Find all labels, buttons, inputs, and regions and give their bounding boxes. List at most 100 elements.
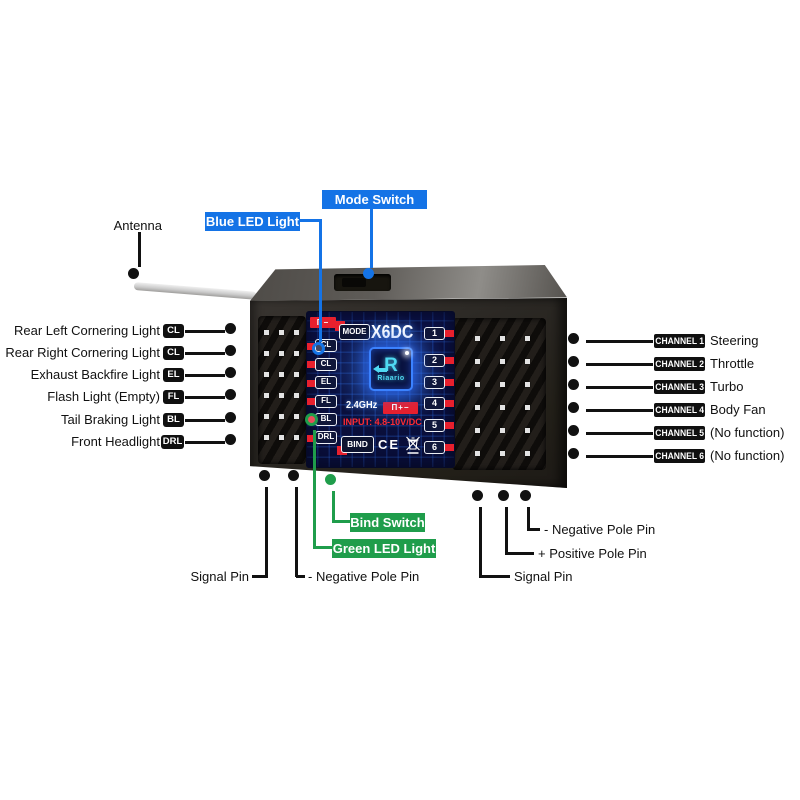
callout-badge: FL (163, 390, 184, 404)
port-label-fl: FL (315, 395, 337, 408)
callout-badge: DRL (161, 435, 184, 449)
callout-marker (568, 448, 579, 459)
callout-line (185, 352, 225, 355)
connector-pin (475, 382, 480, 387)
antenna-label: Antenna (113, 218, 162, 233)
callout-line (586, 455, 653, 458)
callout-line (185, 396, 225, 399)
channel-red-bar (445, 444, 454, 451)
signal-pin-line-v (265, 487, 268, 577)
channel-box-3: 3 (424, 376, 445, 389)
connector-pin (500, 428, 505, 433)
signal-negative-symbol: Π− (310, 317, 336, 328)
channel-badge: CHANNEL 1 (654, 334, 705, 348)
channel-box-4: 4 (424, 397, 445, 410)
channel-badge-text: CHANNEL 4 (655, 405, 705, 415)
signal-pin-label: Signal Pin (514, 569, 573, 584)
callout-marker (225, 434, 236, 445)
mode-button: MODE (339, 324, 370, 340)
connector-pin (500, 382, 505, 387)
callout-line (185, 374, 225, 377)
negative-pin-marker (288, 470, 299, 481)
channel-badge-text: CHANNEL 6 (655, 451, 705, 461)
frequency-text: 2.4GHz (346, 400, 378, 411)
port-red-bar (307, 398, 316, 405)
antenna-marker (128, 268, 139, 279)
bind-button: BIND (341, 436, 374, 453)
channel-red-bar (445, 330, 454, 337)
negative-pin-label: - Negative Pole Pin (544, 522, 656, 537)
negative-pin-label: - Negative Pole Pin (308, 569, 420, 584)
connector-pin (500, 405, 505, 410)
negative-pin-line-v (527, 507, 530, 531)
antenna-rod (133, 282, 257, 300)
channel-function: Body Fan (710, 402, 766, 417)
connector-pin (264, 330, 269, 335)
port-red-bar (307, 380, 316, 387)
connector-pin (264, 435, 269, 440)
channel-badge: CHANNEL 6 (654, 449, 705, 463)
callout-label: Front Headlight (71, 434, 160, 449)
left-arrow-shaft (379, 367, 388, 372)
connector-pin (475, 428, 480, 433)
callout-badge: EL (163, 368, 184, 382)
positive-pin-marker (498, 490, 509, 501)
bind-switch-line-v (332, 491, 335, 522)
connector-pin (525, 405, 530, 410)
connector-pin (475, 359, 480, 364)
port-label-drl: DRL (315, 431, 337, 444)
right-pin-connector (452, 318, 546, 470)
negative-pin-line-h (296, 575, 305, 578)
callout-line (586, 340, 653, 343)
connector-pin (500, 451, 505, 456)
sparkle-highlight (405, 351, 409, 355)
connector-pin (279, 414, 284, 419)
signal-pin-label: Signal Pin (190, 569, 249, 584)
connector-pin (294, 393, 299, 398)
negative-pin-marker (520, 490, 531, 501)
callout-line (586, 386, 653, 389)
signal-pin-line-h (479, 575, 510, 578)
channel-box-2: 2 (424, 354, 445, 367)
channel-function: Steering (710, 333, 759, 348)
callout-line (185, 419, 225, 422)
connector-pin (525, 451, 530, 456)
mode-switch-callout: Mode Switch (322, 190, 427, 209)
input-rating-text: INPUT: 4.8-10V/DC (343, 417, 422, 428)
connector-pin (475, 451, 480, 456)
signal-pin-marker (472, 490, 483, 501)
callout-line (586, 409, 653, 412)
antenna-line (138, 232, 141, 267)
channel-function: (No function) (710, 425, 785, 440)
ce-mark: CE (378, 437, 401, 452)
channel-badge: CHANNEL 5 (654, 426, 705, 440)
receiver-label: Π− MODE X6DC CL CL EL FL BL DRL 1 (306, 311, 455, 468)
port-label-cl2: CL (315, 358, 337, 371)
signal-pin-marker (259, 470, 270, 481)
channel-badge: CHANNEL 2 (654, 357, 705, 371)
mode-switch-marker (363, 268, 374, 279)
port-red-bar (307, 435, 316, 442)
green-led-callout: Green LED Light (332, 539, 436, 558)
model-name: X6DC (371, 322, 414, 342)
callout-marker (225, 323, 236, 334)
negative-pin-line-h (527, 528, 540, 531)
callout-label: Rear Left Cornering Light (14, 323, 160, 338)
callout-label: Rear Right Cornering Light (5, 345, 160, 360)
callout-label: Flash Light (Empty) (47, 389, 160, 404)
channel-badge-text: CHANNEL 2 (655, 359, 705, 369)
channel-badge-text: CHANNEL 5 (655, 428, 705, 438)
channel-badge-text: CHANNEL 1 (655, 336, 705, 346)
signal-polarity-symbol: Π+− (383, 402, 418, 414)
channel-box-6: 6 (424, 441, 445, 454)
callout-badge: CL (163, 324, 184, 338)
callout-marker (568, 333, 579, 344)
mode-switch-cap (342, 278, 366, 287)
channel-function: Turbo (710, 379, 744, 394)
connector-pin (525, 336, 530, 341)
blue-led-line-v (319, 219, 322, 342)
bind-switch-marker (325, 474, 336, 485)
callout-badge: BL (163, 413, 184, 427)
callout-marker (568, 379, 579, 390)
connector-pin (264, 351, 269, 356)
